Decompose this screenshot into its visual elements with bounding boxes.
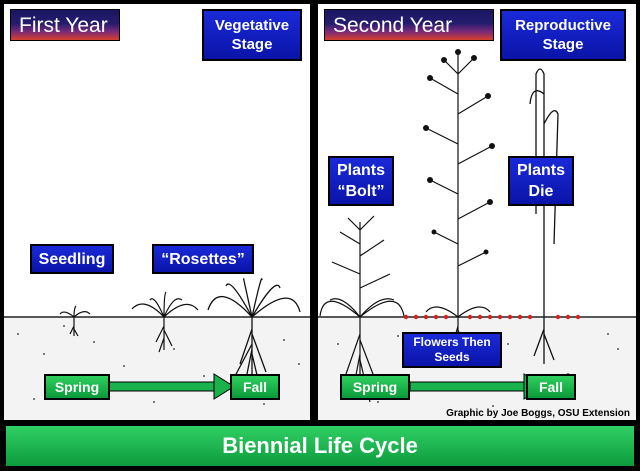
- flower-clusters: [423, 49, 495, 255]
- large-rosette-plant: [207, 278, 301, 397]
- fall-label: Fall: [230, 374, 280, 400]
- first-year-illustration: [4, 278, 310, 420]
- soil: [4, 317, 310, 420]
- reproductive-stage-label: Reproductive Stage: [500, 9, 626, 61]
- dying-plant: [529, 68, 559, 364]
- bolting-plant: [319, 215, 405, 403]
- plants-die-label: Plants Die: [508, 156, 574, 206]
- small-rosette-plant: [131, 291, 199, 353]
- second-year-panel: Second Year Reproductive Stage Plants “B…: [318, 4, 636, 420]
- graphic-credit: Graphic by Joe Boggs, OSU Extension: [446, 408, 630, 419]
- seedling-label: Seedling: [30, 244, 114, 274]
- second-year-title: Second Year: [324, 9, 494, 41]
- fall-label: Fall: [526, 374, 576, 400]
- soil-speckles: [17, 325, 300, 405]
- flowers-then-seeds-label: Flowers Then Seeds: [402, 332, 502, 368]
- seedling-plant: [59, 305, 91, 337]
- spring-label: Spring: [44, 374, 110, 400]
- diagram-title-banner: Biennial Life Cycle: [4, 424, 636, 468]
- first-year-title: First Year: [10, 9, 120, 41]
- rosettes-label: “Rosettes”: [152, 244, 254, 274]
- plants-bolt-label: Plants “Bolt”: [328, 156, 394, 206]
- spring-label: Spring: [340, 374, 410, 400]
- vegetative-stage-label: Vegetative Stage: [202, 9, 302, 61]
- seed-dots: [403, 314, 581, 320]
- first-year-panel: First Year Vegetative Stage Seedling “Ro…: [4, 4, 310, 420]
